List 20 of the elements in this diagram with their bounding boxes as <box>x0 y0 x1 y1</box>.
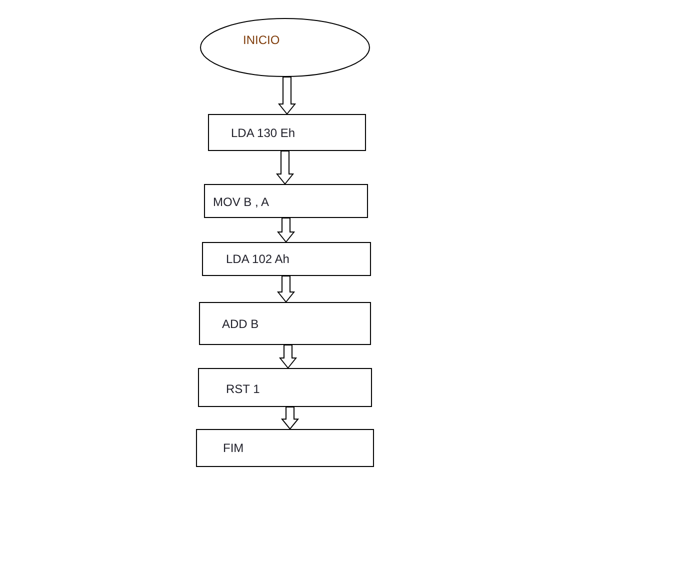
process-box <box>202 242 371 276</box>
node-label: LDA 130 Eh <box>231 126 296 140</box>
block-arrow <box>278 76 296 115</box>
process-box <box>208 114 366 151</box>
process-box <box>196 429 374 467</box>
block-arrow <box>276 150 294 185</box>
node-label: MOV B , A <box>213 195 270 209</box>
node-label: INICIO <box>243 33 280 47</box>
process-box <box>204 184 368 218</box>
block-arrow <box>280 406 300 430</box>
node-label: LDA 102 Ah <box>226 252 290 266</box>
node-label: ADD B <box>222 317 259 331</box>
node-label: RST 1 <box>226 382 260 396</box>
block-arrow <box>276 218 296 243</box>
block-arrow <box>278 344 298 369</box>
process-box <box>199 302 371 345</box>
process-box <box>198 368 372 407</box>
start-ellipse <box>200 18 370 77</box>
block-arrow <box>276 276 296 303</box>
node-label: FIM <box>223 441 244 455</box>
